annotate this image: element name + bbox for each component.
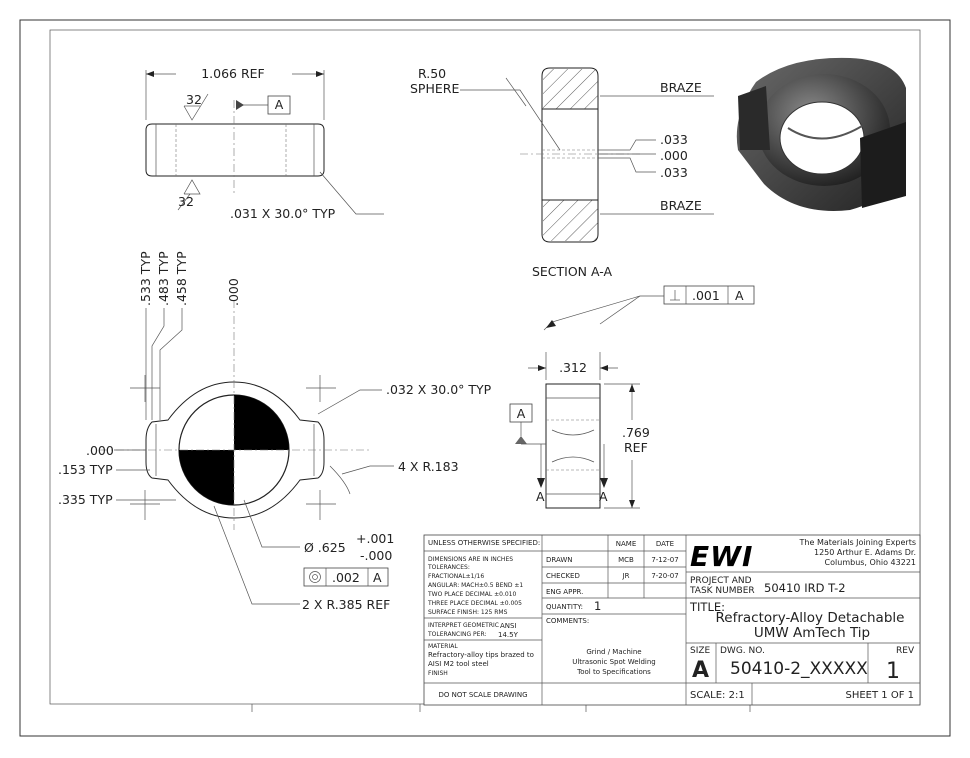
braze-bottom: BRAZE	[660, 198, 702, 213]
tb-dwg-value: 50410-2_XXXXX	[730, 659, 868, 679]
tb-quantity-label: QUANTITY:	[546, 603, 583, 611]
chamfer-front-dim: .032 X 30.0° TYP	[386, 382, 492, 397]
datum-a-side: A	[517, 406, 526, 421]
tb-fractional: FRACTIONAL±1/16	[428, 573, 484, 580]
tb-project-label-2: TASK NUMBER	[689, 586, 755, 596]
tb-angular: ANGULAR: MACH±0.5 BEND ±1	[428, 582, 523, 589]
tb-title-2: UMW AmTech Tip	[754, 625, 870, 641]
tb-checked-name: JR	[622, 572, 630, 580]
dim-483: .483 TYP	[156, 251, 171, 306]
tb-comment-3: Tool to Specifications	[576, 668, 651, 676]
section-mark-right: A	[599, 489, 608, 504]
finish-top: 32	[186, 92, 202, 107]
height-769-ref: REF	[624, 440, 648, 455]
tb-hdr-name: NAME	[616, 540, 637, 548]
offset-zero: .000	[660, 148, 688, 163]
tb-finish-label: FINISH	[428, 670, 448, 677]
tb-eng-appr: ENG APPR.	[546, 588, 583, 596]
tb-rev-label: REV	[896, 646, 915, 656]
diameter-main: Ø .625	[304, 540, 346, 555]
finish-bottom: 32	[178, 194, 194, 209]
ewi-logo: EWI	[690, 540, 753, 573]
perp-value: .001	[692, 288, 720, 303]
perp-datum: A	[735, 288, 744, 303]
dim-533: .533 TYP	[138, 251, 153, 306]
tb-sheet: SHEET 1 OF 1	[846, 690, 915, 701]
dim-335: .335 TYP	[58, 492, 113, 507]
tb-checked-date: 7-20-07	[651, 572, 678, 580]
tb-comment-2: Ultrasonic Spot Welding	[572, 658, 656, 666]
front-view: .533 TYP .483 TYP .458 TYP .000 .000 .15…	[58, 251, 492, 612]
tb-drawn-label: DRAWN	[546, 556, 573, 564]
tb-project-value: 50410 IRD T-2	[764, 581, 846, 595]
tb-interpret-geo: INTERPRET GEOMETRIC	[428, 622, 499, 629]
tb-tolerances: TOLERANCES:	[427, 564, 470, 571]
tb-do-not-scale: DO NOT SCALE DRAWING	[438, 691, 527, 699]
tb-material-label: MATERIAL	[428, 643, 458, 650]
tb-surface-finish: SURFACE FINISH: 125 RMS	[428, 609, 508, 616]
tb-comment-1: Grind / Machine	[586, 648, 641, 656]
sphere-label: SPHERE	[410, 81, 459, 96]
braze-top: BRAZE	[660, 80, 702, 95]
section-title: SECTION A-A	[532, 264, 613, 279]
offset-neg: .033	[660, 165, 688, 180]
tb-drawn-date: 7-12-07	[651, 556, 678, 564]
tb-scale: SCALE: 2:1	[690, 690, 745, 701]
tb-ansi: ANSI	[500, 622, 517, 630]
sphere-radius: R.50	[418, 66, 446, 81]
width-312: .312	[559, 360, 587, 375]
tb-quantity-value: 1	[594, 599, 601, 613]
title-block: UNLESS OTHERWISE SPECIFIED: DIMENSIONS A…	[423, 534, 921, 706]
tb-material-2: AISI M2 tool steel	[428, 660, 489, 668]
dim-000-left: .000	[86, 443, 114, 458]
tb-tolerancing-per: TOLERANCING PER:	[427, 631, 486, 638]
tb-ansi-std: 14.5Y	[498, 631, 519, 639]
height-769: .769	[622, 425, 650, 440]
tb-dims-inches: DIMENSIONS ARE IN INCHES	[428, 556, 513, 563]
tb-hdr-date: DATE	[656, 540, 674, 548]
section-view: R.50 SPHERE BRAZE BRAZE .033 .000 .033 S…	[410, 66, 714, 279]
tb-tagline: The Materials Joining Experts	[799, 538, 916, 547]
tb-material-1: Refractory-alloy tips brazed to	[428, 651, 534, 659]
radius-183: 4 X R.183	[398, 459, 459, 474]
dim-000-top: .000	[226, 278, 241, 306]
tb-three-place: THREE PLACE DECIMAL ±0.005	[427, 600, 522, 607]
top-view: 1.066 REF 32 A 32 .031 X 30.0° TYP	[145, 66, 384, 221]
tb-size-value: A	[692, 658, 709, 683]
diameter-plus: +.001	[356, 531, 394, 546]
offset-pos: .033	[660, 132, 688, 147]
concentric-datum: A	[373, 570, 382, 585]
chamfer-side-dim: .031 X 30.0° TYP	[230, 206, 336, 221]
datum-a-top: A	[275, 97, 284, 112]
tb-unless: UNLESS OTHERWISE SPECIFIED:	[428, 539, 540, 547]
tb-rev-value: 1	[886, 659, 900, 684]
tb-title-label: TITLE:	[689, 600, 725, 614]
tb-dwg-label: DWG. NO.	[720, 646, 765, 656]
tb-addr2: Columbus, Ohio 43221	[825, 558, 916, 567]
tb-two-place: TWO PLACE DECIMAL ±0.010	[427, 591, 517, 598]
radius-385: 2 X R.385 REF	[302, 597, 390, 612]
section-mark-left: A	[536, 489, 545, 504]
side-view: .312 .769 REF .001 A A A A	[509, 285, 755, 509]
isometric-view	[736, 57, 906, 211]
dim-153: .153 TYP	[58, 462, 113, 477]
tb-checked-label: CHECKED	[546, 572, 580, 580]
tb-project-label-1: PROJECT AND	[690, 576, 752, 586]
tb-comments-label: COMMENTS:	[546, 617, 589, 625]
diameter-minus: -.000	[360, 548, 392, 563]
concentric-value: .002	[332, 570, 360, 585]
dim-458: .458 TYP	[174, 251, 189, 306]
tb-addr1: 1250 Arthur E. Adams Dr.	[814, 548, 916, 557]
tb-drawn-name: MCB	[618, 556, 634, 564]
tb-title-1: Refractory-Alloy Detachable	[716, 610, 905, 626]
ref-width-dim: 1.066 REF	[201, 66, 265, 81]
tb-size-label: SIZE	[690, 646, 711, 656]
